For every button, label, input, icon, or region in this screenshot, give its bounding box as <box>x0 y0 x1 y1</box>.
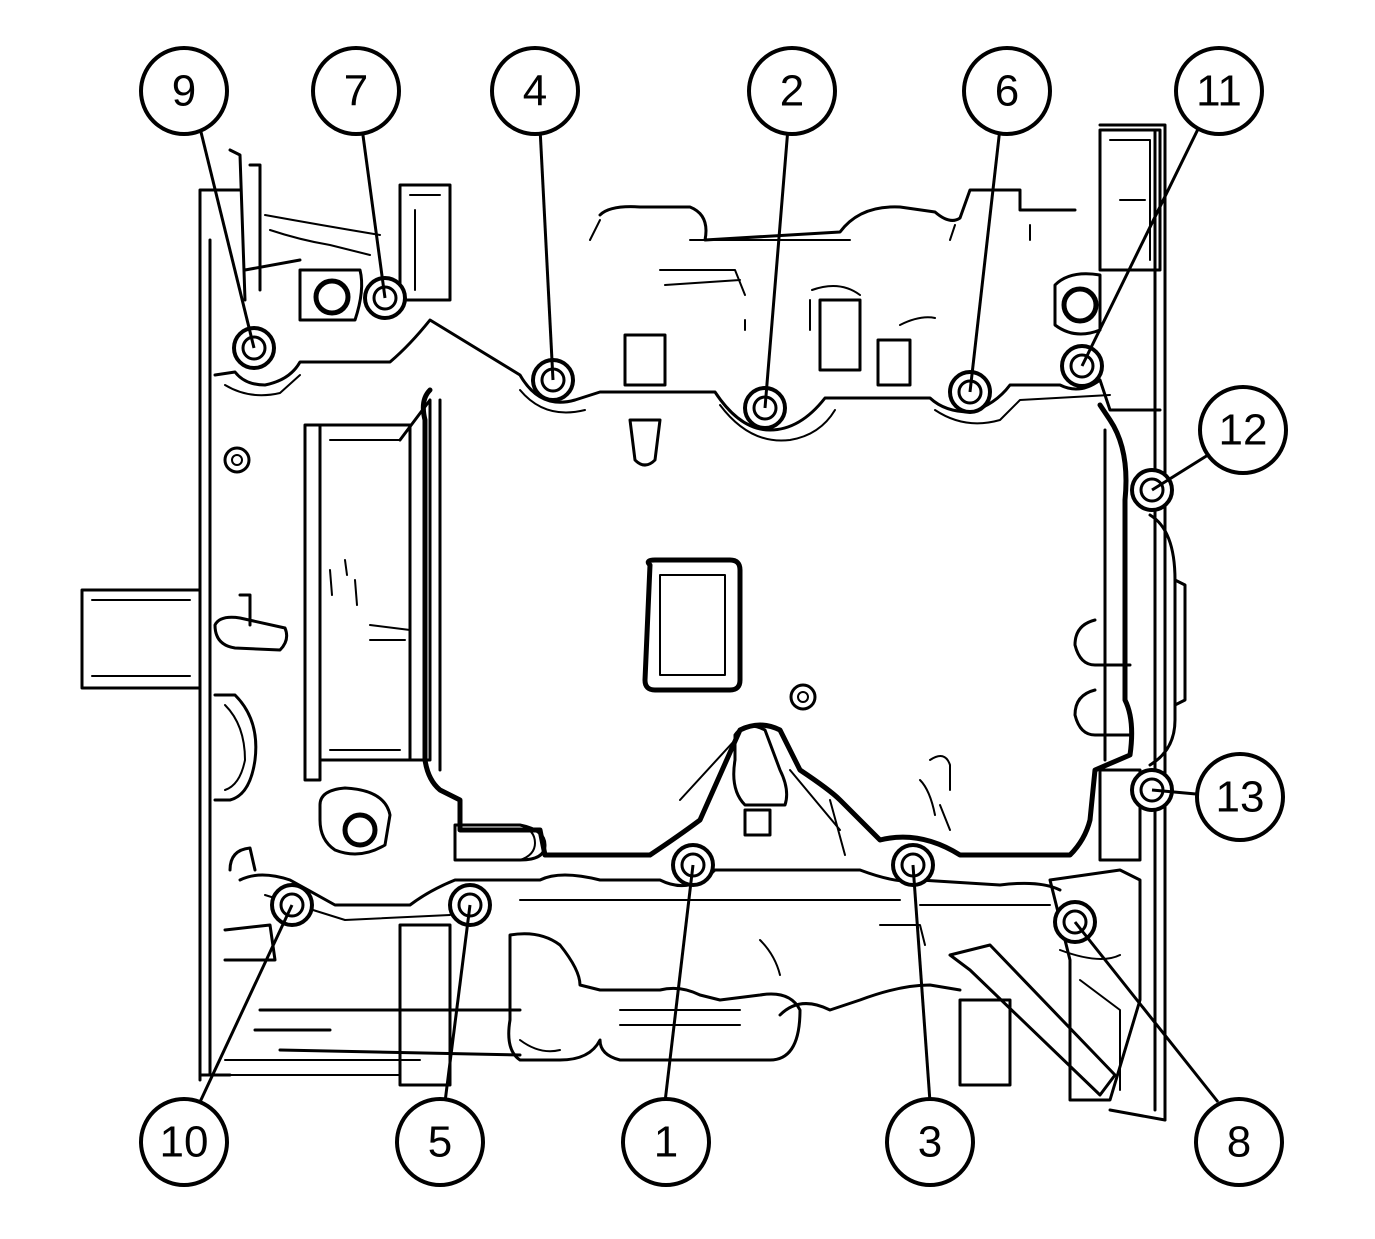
leader-11 <box>1080 124 1202 367</box>
callout-label: 7 <box>344 67 368 116</box>
callout-3: 3 <box>885 1097 975 1187</box>
callout-12: 12 <box>1198 385 1288 475</box>
callout-label: 5 <box>428 1118 452 1167</box>
callout-9: 9 <box>139 46 229 136</box>
callout-label: 2 <box>780 67 804 116</box>
callout-4: 4 <box>490 46 580 136</box>
callouts: 9 7 4 2 6 11 12 13 10 5 1 3 8 <box>139 46 1288 1187</box>
callout-6: 6 <box>962 46 1052 136</box>
callout-label: 4 <box>523 67 547 116</box>
leader-10 <box>198 904 294 1103</box>
callout-2: 2 <box>747 46 837 136</box>
leader-lines <box>198 124 1220 1103</box>
leader-9 <box>198 127 256 349</box>
leader-7 <box>360 127 387 299</box>
leader-4 <box>538 127 555 381</box>
callout-10: 10 <box>139 1097 229 1187</box>
callout-label: 3 <box>918 1118 942 1167</box>
callout-13: 13 <box>1195 752 1285 842</box>
callout-label: 10 <box>160 1118 209 1167</box>
leader-13 <box>1151 788 1197 796</box>
leader-6 <box>968 127 1002 393</box>
callout-1: 1 <box>621 1097 711 1187</box>
bolts <box>232 276 1174 944</box>
callout-label: 12 <box>1219 406 1268 455</box>
oil-pan-drawing <box>80 123 1187 1122</box>
callout-7: 7 <box>311 46 401 136</box>
leader-8 <box>1073 921 1220 1103</box>
callout-8: 8 <box>1194 1097 1284 1187</box>
callout-label: 13 <box>1216 773 1265 822</box>
leader-12 <box>1151 453 1209 492</box>
leader-5 <box>443 904 472 1103</box>
callout-5: 5 <box>395 1097 485 1187</box>
leader-3 <box>911 864 932 1103</box>
callout-label: 1 <box>654 1118 678 1167</box>
leader-2 <box>763 127 790 409</box>
leader-1 <box>663 864 695 1103</box>
callout-label: 6 <box>995 67 1019 116</box>
callout-11: 11 <box>1174 46 1264 136</box>
callout-label: 8 <box>1227 1118 1251 1167</box>
callout-label: 9 <box>172 67 196 116</box>
callout-label: 11 <box>1196 67 1242 116</box>
